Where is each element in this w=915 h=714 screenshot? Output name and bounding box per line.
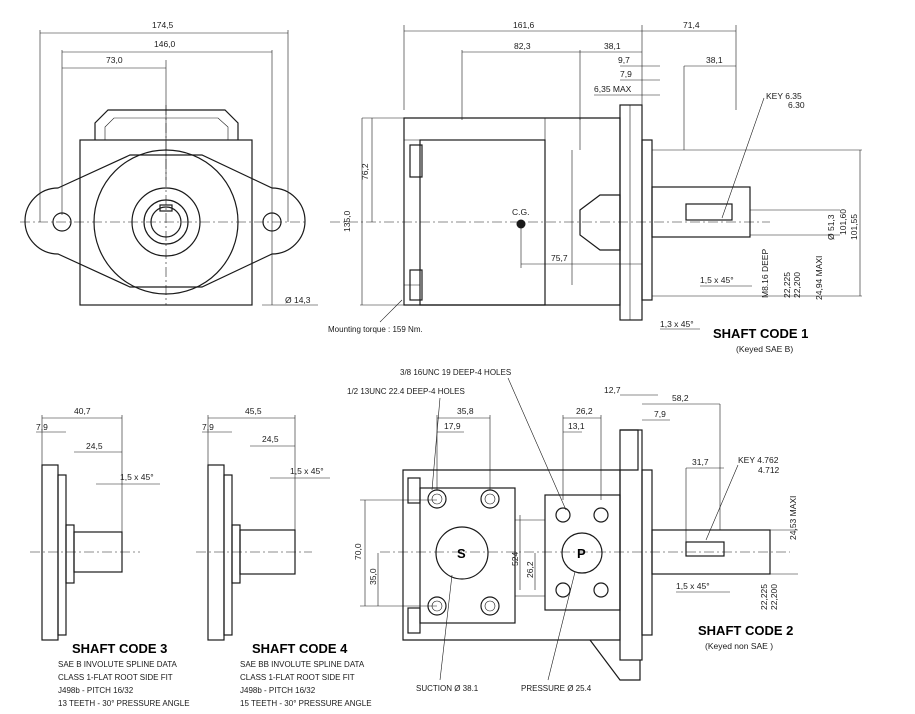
s3-dim-2: 7,9	[36, 422, 48, 432]
s2-max: 24,53 MAXI	[788, 496, 798, 540]
dim-shaft-length: 71,4	[683, 20, 700, 30]
dim-bolt-span: 146,0	[154, 39, 176, 49]
shaft-code-3-title: SHAFT CODE 3	[72, 641, 167, 656]
port-view: 3/8 16UNC 19 DEEP-4 HOLES 1/2 13UNC 22.4…	[347, 368, 790, 693]
dim-chamfer: 1,5 x 45°	[700, 275, 734, 285]
dim-6-35-max: 6,35 MAX	[594, 84, 632, 94]
shaft-code-4-view: 45,5 7,9 24,5 1,5 x 45°	[196, 406, 330, 641]
s2-chamfer: 1,5 x 45°	[676, 581, 710, 591]
dim-7-9: 7,9	[620, 69, 632, 79]
dim-overall-width: 174,5	[152, 20, 174, 30]
s2-d2: 22,200	[769, 584, 779, 610]
side-view: 161,6 71,4 82,3 38,1 9,7 7,9 6,35 MAX 38…	[328, 20, 862, 334]
suction-label: SUCTION Ø 38.1	[416, 684, 479, 693]
dim-hole-dia: Ø 14,3	[285, 295, 311, 305]
dim-pilot-1: 101,60	[838, 209, 848, 235]
pv-dim-26-2v: 26,2	[525, 561, 535, 578]
dim-9-7: 9,7	[618, 55, 630, 65]
s2-d1: 22,225	[759, 584, 769, 610]
pv-dim-17-9: 17,9	[444, 421, 461, 431]
shaft-code-4-title: SHAFT CODE 4	[252, 641, 348, 656]
dim-flange-thk: 38,1	[604, 41, 621, 51]
shaft-code-1-sub: (Keyed SAE B)	[736, 344, 793, 354]
front-view: 174,5 146,0 73,0 Ø 14,3	[20, 20, 318, 306]
pv-dim-70: 70,0	[353, 543, 363, 560]
mounting-torque: Mounting torque : 159 Nm.	[328, 325, 423, 334]
s4-dim-1: 45,5	[245, 406, 262, 416]
dim-port-offset: 82,3	[514, 41, 531, 51]
s4-dim-3: 24,5	[262, 434, 279, 444]
s3-dim-3: 24,5	[86, 441, 103, 451]
shaft-code-4-line-2: CLASS 1-FLAT ROOT SIDE FIT	[240, 673, 355, 682]
dim-height-half: 76,2	[360, 163, 370, 180]
pv-dim-35: 35,0	[368, 568, 378, 585]
suction-port-label: S	[457, 546, 466, 561]
s2-dim-7-9: 7,9	[654, 409, 666, 419]
s3-chamfer: 1,5 x 45°	[120, 472, 154, 482]
dim-51-3: Ø 51,3	[826, 214, 836, 240]
dim-body-length: 161,6	[513, 20, 535, 30]
pv-dim-35-8: 35,8	[457, 406, 474, 416]
holes-label-12: 1/2 13UNC 22.4 DEEP-4 HOLES	[347, 387, 465, 396]
s4-chamfer: 1,5 x 45°	[290, 466, 324, 476]
shaft-code-1-title: SHAFT CODE 1	[713, 326, 808, 341]
dim-thread: M8.16 DEEP	[760, 249, 770, 298]
shaft-code-3-line-4: 13 TEETH - 30° PRESSURE ANGLE	[58, 699, 190, 708]
key-label: KEY 6.35	[766, 91, 802, 101]
key-label-b: 6.30	[788, 100, 805, 110]
cg-marker	[516, 219, 526, 229]
s2-dim-12-7: 12,7	[604, 385, 621, 395]
shaft-code-2-title: SHAFT CODE 2	[698, 623, 793, 638]
dim-shaft-d2: 22,200	[792, 272, 802, 298]
shaft-code-3-view: 40,7 7,9 24,5 1,5 x 45°	[30, 406, 160, 641]
pv-dim-524: 524	[510, 552, 520, 566]
shaft-code-3-line-1: SAE B INVOLUTE SPLINE DATA	[58, 660, 178, 669]
cg-label: C.G.	[512, 207, 529, 217]
dim-pilot-2: 101,55	[849, 214, 859, 240]
shaft-code-2-sub: (Keyed non SAE )	[705, 641, 773, 651]
s2-key: KEY 4.762	[738, 455, 779, 465]
dim-shaft-max: 24,94 MAXI	[814, 256, 824, 300]
dim-height-total: 135,0	[342, 210, 352, 232]
s4-dim-2: 7,9	[202, 422, 214, 432]
shaft-code-3-line-2: CLASS 1-FLAT ROOT SIDE FIT	[58, 673, 173, 682]
dim-key-length: 38,1	[706, 55, 723, 65]
s3-dim-1: 40,7	[74, 406, 91, 416]
shaft-code-4-line-4: 15 TEETH - 30° PRESSURE ANGLE	[240, 699, 372, 708]
dim-half-span: 73,0	[106, 55, 123, 65]
dim-cg-distance: 75,7	[551, 253, 568, 263]
s2-dim-58-2: 58,2	[672, 393, 689, 403]
s2-key-b: 4.712	[758, 465, 780, 475]
holes-label-38: 3/8 16UNC 19 DEEP-4 HOLES	[400, 368, 511, 377]
shaft-code-3-line-3: J498b - PITCH 16/32	[58, 686, 134, 695]
pv-dim-26-2: 26,2	[576, 406, 593, 416]
shaft-code-4-line-3: J498b - PITCH 16/32	[240, 686, 316, 695]
shaft-code-2-dims: 12,7 58,2 7,9 31,7 KEY 4.762 4.712 24,53…	[604, 385, 798, 610]
dim-chamfer-2: 1,3 x 45°	[660, 319, 694, 329]
dim-shaft-d1: 22,225	[782, 272, 792, 298]
pressure-port-label: P	[577, 546, 586, 561]
pressure-label: PRESSURE Ø 25.4	[521, 684, 592, 693]
s2-dim-31-7: 31,7	[692, 457, 709, 467]
pv-dim-13-1: 13,1	[568, 421, 585, 431]
shaft-code-4-line-1: SAE BB INVOLUTE SPLINE DATA	[240, 660, 365, 669]
